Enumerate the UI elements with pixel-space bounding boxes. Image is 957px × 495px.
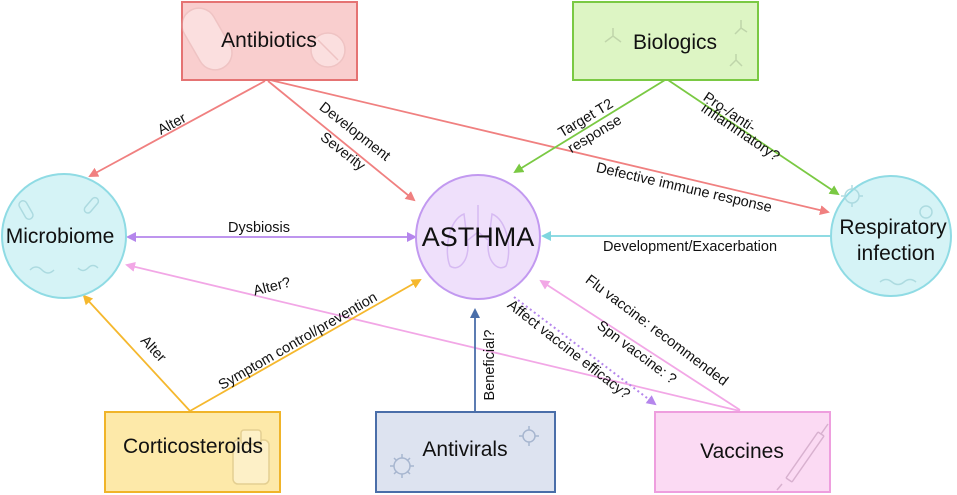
inhaler-icon bbox=[232, 429, 270, 485]
edge-label-affect-vaccine: Affect vaccine efficacy? bbox=[504, 297, 633, 403]
lungs-icon bbox=[446, 205, 510, 269]
corticosteroids-box: Corticosteroids bbox=[104, 411, 281, 493]
vaccines-label: Vaccines bbox=[700, 440, 784, 463]
edge-corticosteroids-microbiome bbox=[82, 294, 191, 412]
edge-antibiotics-microbiome bbox=[88, 80, 266, 177]
biologics-box: Biologics bbox=[572, 1, 759, 81]
edge-label-alter-q: Alter? bbox=[252, 275, 293, 300]
respiratory-label-line2: infection bbox=[857, 242, 935, 265]
edge-biologics-respiratory bbox=[667, 79, 840, 196]
edge-label-alter-antibiotics: Alter bbox=[155, 110, 189, 138]
edge-label-alter-corticosteroids: Alter bbox=[137, 333, 169, 366]
edge-vaccines-asthma bbox=[539, 279, 741, 411]
edge-corticosteroids-asthma bbox=[189, 279, 422, 412]
edge-antibiotics-respiratory bbox=[269, 79, 830, 216]
edge-label-defective-immune: Defective immune response bbox=[595, 160, 774, 216]
respiratory-label-line1: Respiratory bbox=[839, 216, 947, 239]
antibiotics-label: Antibiotics bbox=[221, 29, 317, 52]
vaccines-box: Vaccines bbox=[654, 411, 831, 493]
virus-icon bbox=[841, 185, 933, 286]
edge-label-dysbiosis: Dysbiosis bbox=[228, 220, 290, 236]
edge-biologics-asthma bbox=[513, 79, 666, 174]
virus-icon bbox=[390, 426, 539, 478]
pill-icon bbox=[181, 7, 346, 71]
microbiome-node: Microbiome bbox=[1, 173, 127, 299]
corticosteroids-label: Corticosteroids bbox=[123, 435, 263, 458]
edge-label-development-exacerbation: Development/Exacerbation bbox=[603, 239, 777, 255]
syringe-icon bbox=[776, 423, 829, 491]
respiratory-infection-node: Respiratory infection bbox=[830, 175, 952, 297]
edge-label-beneficial: Beneficial? bbox=[482, 330, 498, 401]
bacteria-icon bbox=[18, 196, 100, 274]
antibiotics-box: Antibiotics bbox=[181, 1, 358, 81]
microbiome-label: Microbiome bbox=[6, 225, 115, 248]
biologics-label: Biologics bbox=[633, 31, 717, 54]
edge-antibiotics-asthma bbox=[267, 80, 416, 202]
antivirals-label: Antivirals bbox=[422, 438, 507, 461]
asthma-label: ASTHMA bbox=[422, 222, 535, 252]
edges bbox=[82, 79, 840, 412]
edge-vaccines-microbiome-alter bbox=[125, 261, 741, 412]
antivirals-box: Antivirals bbox=[375, 411, 556, 493]
antibody-icon bbox=[604, 20, 748, 67]
asthma-node: ASTHMA bbox=[415, 174, 541, 300]
